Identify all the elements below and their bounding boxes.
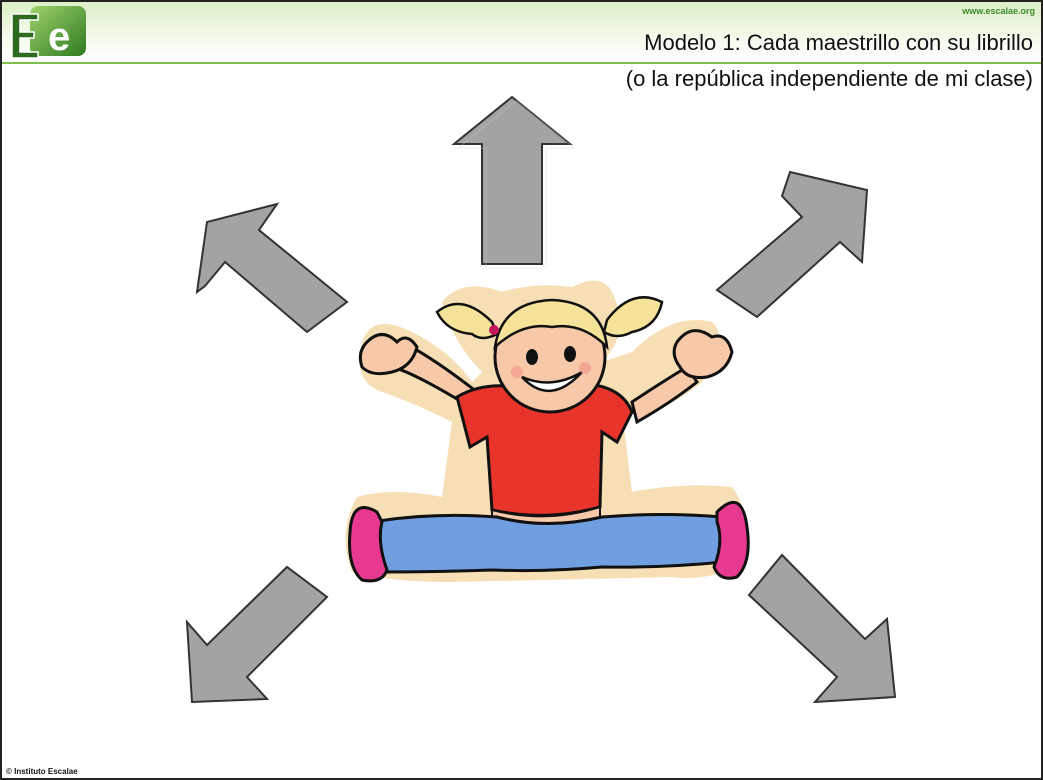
arrow-down-right-icon <box>747 553 897 704</box>
girl-jumping-icon <box>345 280 750 583</box>
arrow-up-right-icon <box>715 170 869 319</box>
header-band <box>2 2 1041 62</box>
arrow-down-left-icon <box>185 565 329 704</box>
arrow-up-left-icon <box>195 202 349 334</box>
arrow-up-icon <box>451 95 576 269</box>
website-url: www.escalae.org <box>962 6 1035 16</box>
slide-title: Modelo 1: Cada maestrillo con su librill… <box>644 30 1033 55</box>
svg-text:e: e <box>48 15 70 59</box>
escalae-logo-icon: e <box>11 6 86 59</box>
copyright-text: © Instituto Escalae <box>6 767 78 776</box>
header-divider <box>2 62 1041 64</box>
slide-subtitle: (o la república independiente de mi clas… <box>625 66 1033 91</box>
